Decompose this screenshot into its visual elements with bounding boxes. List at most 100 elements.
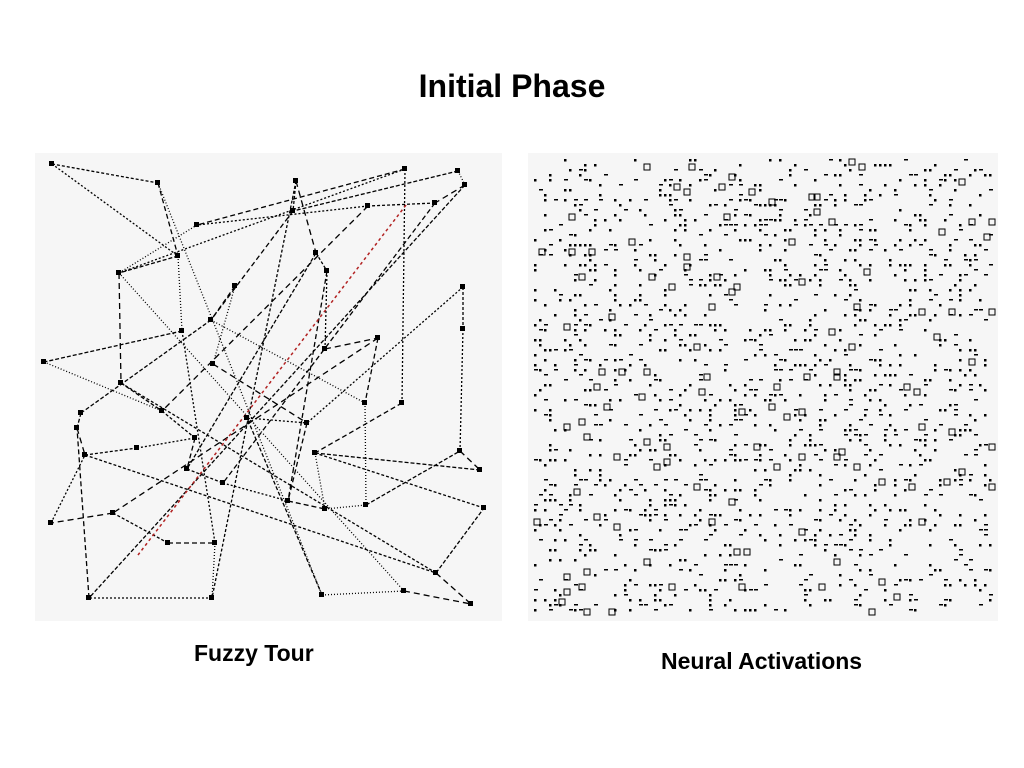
activation-cell [738, 408, 746, 416]
activation-cell [984, 174, 987, 177]
activation-cell [919, 214, 922, 217]
activation-cell [579, 354, 583, 356]
city-node [457, 448, 462, 453]
activation-cell [869, 539, 872, 542]
activation-cell [648, 273, 656, 281]
activation-cell [714, 439, 717, 442]
activation-cell [949, 389, 953, 391]
activation-cell [764, 234, 768, 236]
tour-edge [118, 272, 405, 592]
activation-cell [654, 374, 657, 377]
activation-cell [949, 249, 952, 252]
activation-cell [643, 438, 651, 446]
activation-cell [914, 289, 917, 292]
activation-cell [654, 274, 657, 277]
activation-cell [684, 589, 688, 591]
activation-cell [849, 384, 852, 387]
activation-cell [574, 329, 577, 332]
activation-cell [979, 384, 982, 387]
activation-cell [654, 259, 657, 262]
activation-cell [614, 554, 617, 557]
activation-cell [649, 504, 652, 507]
activation-cell [734, 479, 737, 482]
activation-cell [584, 214, 588, 216]
activation-cell [624, 589, 627, 592]
activation-cell [834, 449, 837, 452]
activation-cell [684, 559, 687, 562]
activation-cell [724, 569, 727, 572]
activation-cell [989, 569, 992, 572]
activation-cell [844, 349, 847, 352]
tour-edge [120, 382, 163, 412]
activation-cell [579, 339, 582, 342]
activation-cell [854, 239, 857, 242]
activation-cell [853, 463, 861, 471]
activation-cell [769, 329, 772, 332]
activation-cell [544, 229, 547, 232]
activation-cell [739, 459, 742, 462]
activation-cell [649, 519, 652, 522]
activation-cell [824, 239, 827, 242]
activation-cell [554, 484, 557, 487]
activation-cell [894, 244, 897, 247]
activation-cell [634, 259, 638, 261]
activation-cell [714, 189, 717, 192]
activation-cell [564, 399, 567, 402]
activation-cell [849, 529, 852, 532]
city-node [293, 178, 298, 183]
activation-cell [664, 304, 667, 307]
activation-cell [614, 359, 617, 362]
activation-cell [784, 249, 787, 252]
activation-cell [589, 439, 593, 441]
activation-cell [699, 379, 703, 381]
activation-cell [844, 489, 847, 492]
activation-cell [989, 594, 993, 596]
activation-cell [934, 569, 937, 572]
activation-cell [569, 244, 572, 247]
activation-cell [549, 409, 552, 412]
activation-cell [864, 414, 867, 417]
activation-cell [814, 329, 818, 331]
activation-cell [949, 299, 953, 301]
activation-cell [959, 474, 962, 477]
activation-cell [799, 349, 803, 351]
activation-cell [809, 469, 812, 472]
activation-cell [549, 444, 552, 447]
activation-cell [844, 379, 847, 382]
activation-cell [939, 484, 942, 487]
activation-cell [979, 299, 982, 302]
activation-cell [904, 264, 907, 267]
activation-cell [534, 179, 537, 182]
city-node [319, 592, 324, 597]
activation-cell [834, 494, 838, 496]
activation-cell [959, 224, 962, 227]
activation-cell [899, 529, 902, 532]
activation-cell [754, 524, 758, 526]
activation-cell [894, 189, 897, 192]
activation-cell [929, 204, 933, 206]
activation-cell [659, 309, 663, 311]
activation-cell [834, 504, 837, 507]
activation-cell [808, 193, 816, 201]
activation-cell [929, 379, 932, 382]
activation-cell [559, 504, 563, 506]
activation-cell [599, 319, 603, 321]
activation-cell [744, 214, 748, 216]
activation-cell [579, 264, 582, 267]
activation-cell [759, 349, 763, 351]
activation-cell [974, 309, 978, 311]
activation-cell [704, 554, 707, 557]
activation-cell [799, 419, 802, 422]
activation-cell [629, 199, 632, 202]
city-node [375, 335, 380, 340]
activation-cell [584, 304, 587, 307]
activation-cell [779, 394, 783, 396]
activation-cell [704, 284, 707, 287]
activation-cell [609, 229, 612, 232]
activation-cell [879, 454, 883, 456]
activation-cell [798, 453, 806, 461]
activation-cell [628, 238, 636, 246]
activation-cell [739, 184, 743, 186]
activation-cell [844, 459, 848, 461]
activation-cell [614, 299, 617, 302]
